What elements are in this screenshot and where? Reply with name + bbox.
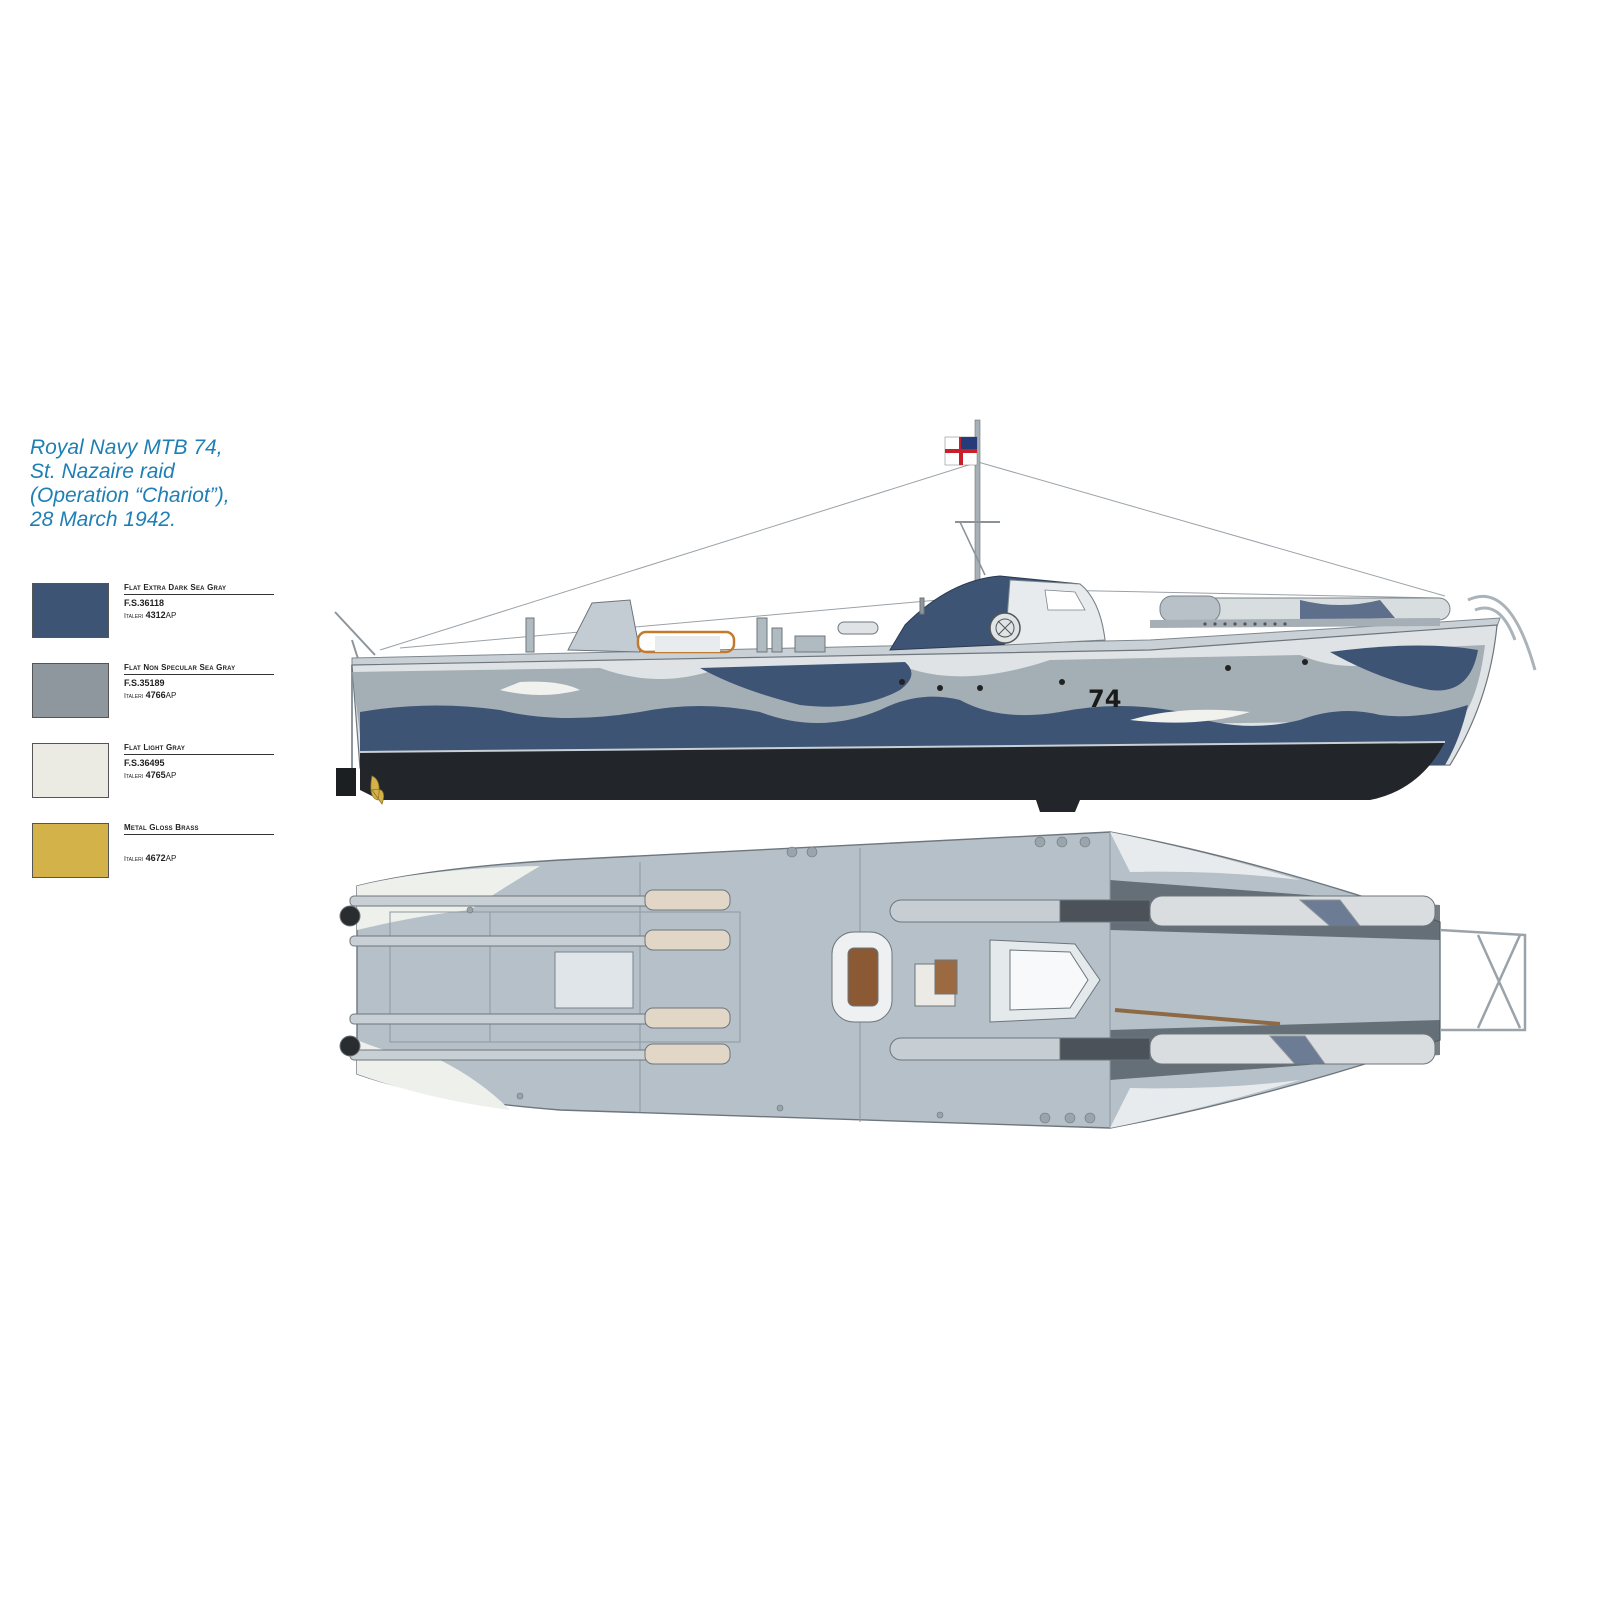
italeri-code: Italeri 4312AP: [124, 610, 274, 620]
legend-item-brass: Metal Gloss Brass Italeri 4672AP: [30, 823, 290, 903]
spar: [1114, 1008, 1281, 1026]
camo-dark-sea-gray: [1330, 645, 1478, 691]
torpedoes-plan: [889, 895, 1436, 1065]
color-swatch: [32, 663, 109, 718]
top-view-drawing: [339, 831, 1527, 1129]
bow-rail: [1467, 594, 1537, 671]
portholes: [899, 659, 1308, 691]
hull-number: 74: [1088, 685, 1121, 713]
torpedo: [1150, 595, 1451, 628]
paint-number: 4765: [145, 770, 166, 780]
color-swatch: [32, 743, 109, 798]
paint-legend: Flat Extra Dark Sea Gray F.S.36118 Itale…: [30, 583, 290, 903]
color-swatch: [32, 823, 109, 878]
paint-name: Flat Light Gray: [124, 743, 274, 755]
paint-name: Flat Non Specular Sea Gray: [124, 663, 274, 675]
profile-caption: Royal Navy MTB 74, St. Nazaire raid (Ope…: [30, 436, 310, 532]
paint-info: Metal Gloss Brass Italeri 4672AP: [124, 823, 274, 863]
side-view-drawing: 74: [334, 419, 1537, 812]
hull-bottom: [360, 742, 1445, 812]
italeri-code: Italeri 4766AP: [124, 690, 274, 700]
paint-name: Flat Extra Dark Sea Gray: [124, 583, 274, 595]
paint-info: Flat Non Specular Sea Gray F.S.35189 Ita…: [124, 663, 274, 700]
caption-line: 28 March 1942.: [30, 508, 176, 531]
camo-dark-sea-gray: [700, 662, 912, 707]
camo-light-gray: [500, 681, 580, 695]
fs-code: F.S.36495: [124, 758, 165, 768]
camo-light-gray: [1110, 1080, 1300, 1128]
caption-line: St. Nazaire raid: [30, 460, 175, 483]
caption-line: Royal Navy MTB 74,: [30, 436, 223, 459]
color-swatch: [32, 583, 109, 638]
paint-info: Flat Light Gray F.S.36495 Italeri 4765AP: [124, 743, 274, 780]
bridge-plan: [831, 931, 1101, 1023]
paint-number: 4672: [145, 853, 166, 863]
brand-prefix: Italeri: [124, 613, 144, 620]
paint-suffix: AP: [165, 854, 177, 863]
deck-fittings: [525, 597, 925, 654]
italeri-code: Italeri 4672AP: [124, 853, 274, 863]
camo-light-gray: [1110, 832, 1300, 880]
paint-suffix: AP: [165, 611, 177, 620]
bow-rail-plan: [1439, 928, 1527, 1032]
rudder: [336, 768, 356, 796]
legend-item-sea-gray: Flat Non Specular Sea Gray F.S.35189 Ita…: [30, 663, 290, 743]
legend-item-extra-dark-sea-gray: Flat Extra Dark Sea Gray F.S.36118 Itale…: [30, 583, 290, 663]
paint-number: 4766: [145, 690, 166, 700]
brand-prefix: Italeri: [124, 693, 144, 700]
fs-code: F.S.36118: [124, 598, 165, 608]
paint-info: Flat Extra Dark Sea Gray F.S.36118 Itale…: [124, 583, 274, 620]
brand-prefix: Italeri: [124, 856, 144, 863]
bridge: [889, 575, 1106, 651]
paint-name: Metal Gloss Brass: [124, 823, 274, 835]
hatch: [554, 951, 634, 1009]
deck-bolts: [466, 836, 1096, 1124]
fs-code: F.S.35189: [124, 678, 165, 688]
paint-number: 4312: [145, 610, 166, 620]
ensign-flag: [944, 436, 978, 466]
paint-suffix: AP: [165, 771, 177, 780]
brand-prefix: Italeri: [124, 773, 144, 780]
legend-item-light-gray: Flat Light Gray F.S.36495 Italeri 4765AP: [30, 743, 290, 823]
paint-suffix: AP: [165, 691, 177, 700]
caption-line: (Operation “Chariot”),: [30, 484, 230, 507]
camo-light-gray: [1130, 709, 1250, 723]
boot-line: [359, 741, 1446, 753]
propeller: [370, 775, 385, 805]
italeri-code: Italeri 4765AP: [124, 770, 274, 780]
aft-tubes: [339, 889, 731, 1065]
